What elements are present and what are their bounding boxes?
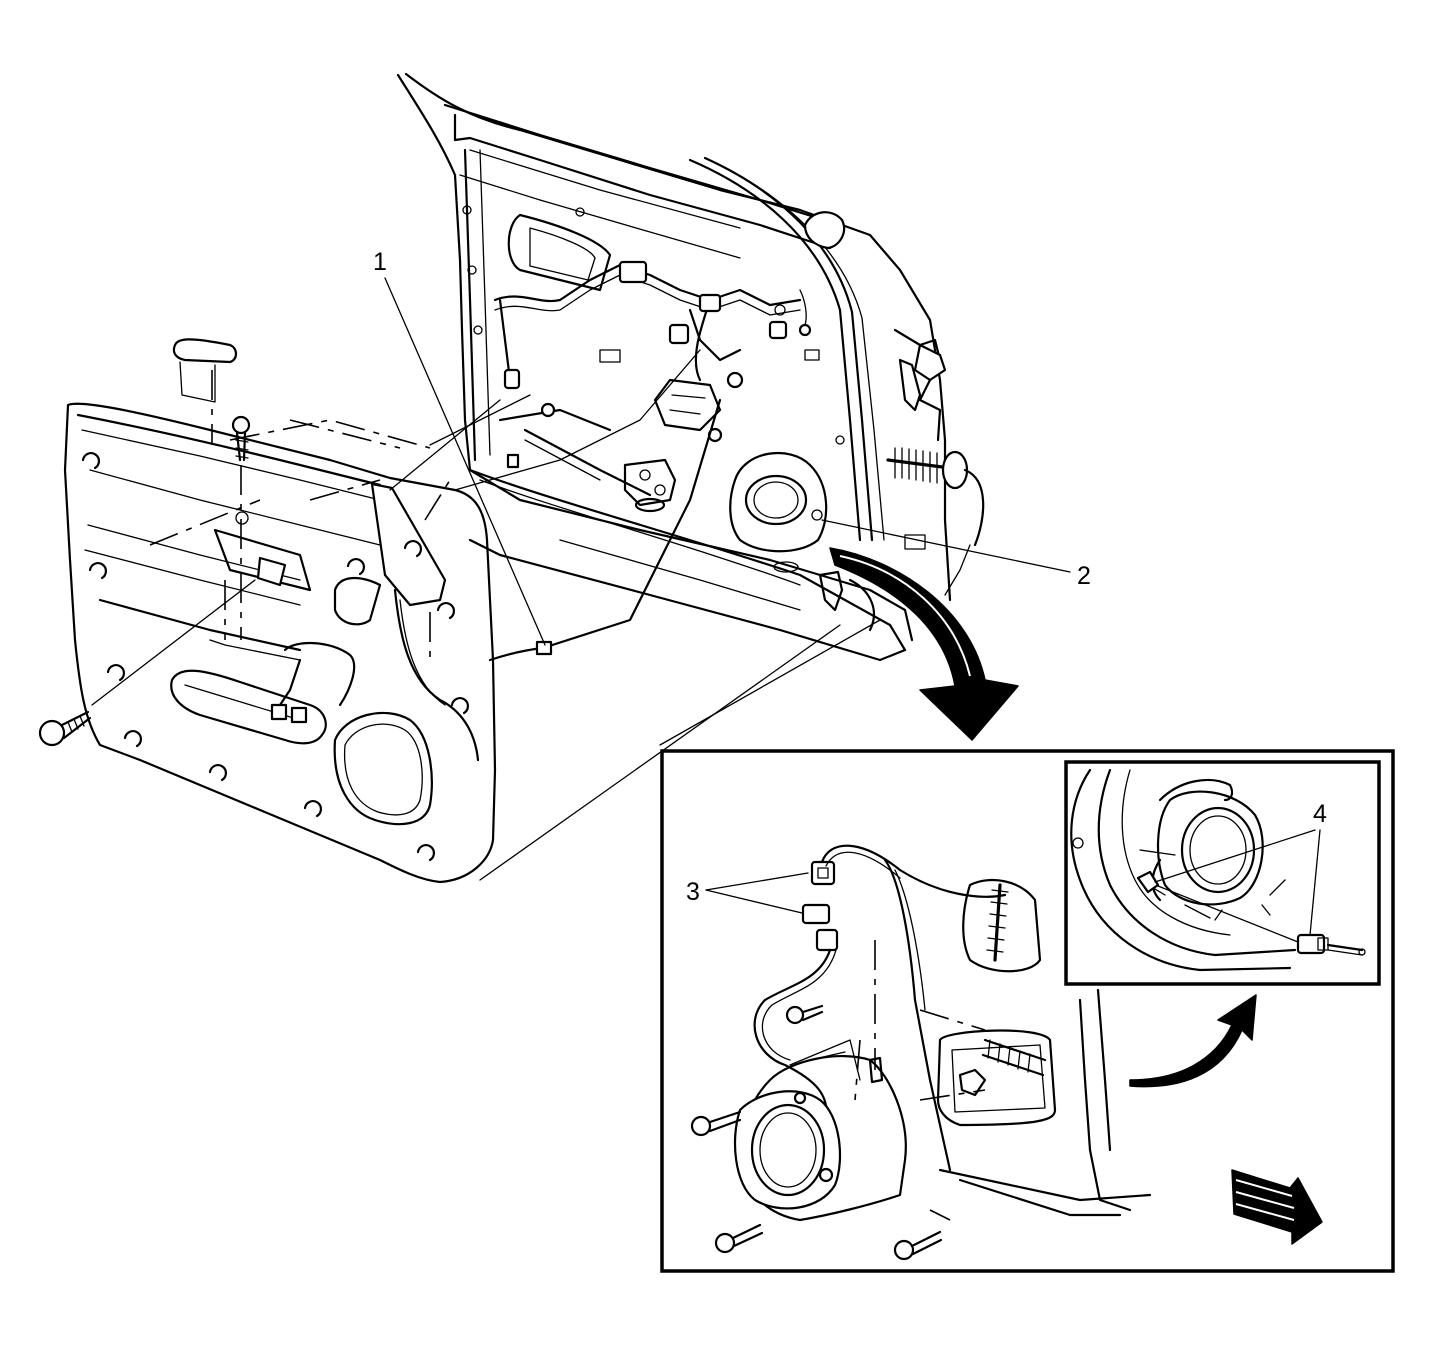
view-arrow-down: [829, 547, 1019, 741]
callout-label-2: 2: [1077, 562, 1091, 590]
speaker-screw-lower-right: [893, 1230, 943, 1261]
callout-1: 1: [373, 248, 546, 646]
panel-screw-lower: [38, 710, 92, 747]
panel-speaker-grille: [333, 711, 433, 826]
door-speaker-opening: [729, 451, 828, 553]
speaker-screw-left: [690, 1110, 742, 1137]
pull-handle-insert: [172, 338, 238, 445]
door-trim-panel: [63, 402, 497, 884]
panel-screw-upper: [231, 415, 251, 462]
callout-label-3: 3: [686, 878, 700, 906]
callout-3: 3: [686, 872, 809, 914]
callout-label-1: 1: [373, 248, 387, 276]
callout-2: 2: [821, 519, 1091, 590]
inset-arrow: [1129, 994, 1257, 1088]
callout-label-4: 4: [1313, 800, 1327, 828]
connector-inset: 4: [1064, 760, 1381, 986]
wiring-grommet: [886, 447, 985, 596]
detail-view-frame: 3 4: [660, 749, 1395, 1273]
door-inner-frame: [396, 72, 985, 662]
speaker-screw-lower-left: [714, 1223, 764, 1254]
view-direction-arrow: [1231, 1169, 1323, 1245]
replacement-speaker: [733, 1090, 842, 1210]
speaker-screw-upper: [785, 1004, 824, 1025]
